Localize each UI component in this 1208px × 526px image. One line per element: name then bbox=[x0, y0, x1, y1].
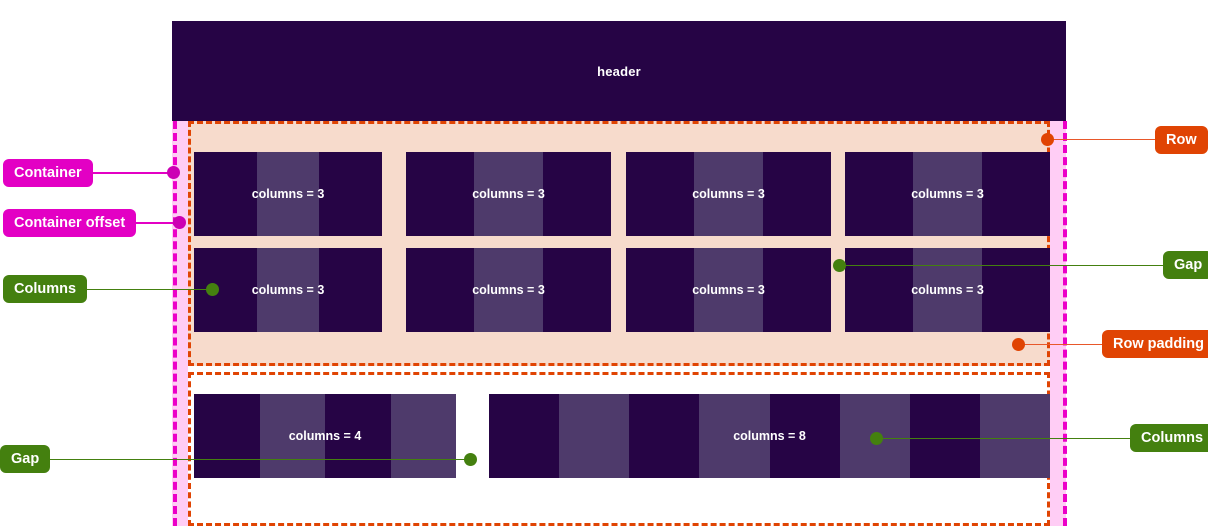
column-segment bbox=[256, 248, 320, 332]
gap-right-leader-dot bbox=[833, 259, 846, 272]
callout-row-padding[interactable]: Row padding bbox=[1102, 330, 1208, 358]
callout-columns-right[interactable]: Columns bbox=[1130, 424, 1208, 452]
column-group: columns = 3 bbox=[626, 152, 831, 236]
column-segment bbox=[406, 248, 475, 332]
column-segment bbox=[406, 152, 475, 236]
container-edge-dash-left bbox=[173, 121, 177, 526]
callout-container-offset-label: Container offset bbox=[14, 215, 126, 231]
gap-left-leader-line bbox=[41, 459, 473, 460]
column-group: columns = 4 bbox=[194, 394, 456, 478]
column-segment bbox=[259, 394, 325, 478]
callout-container[interactable]: Container bbox=[3, 159, 93, 187]
column-segment bbox=[474, 248, 543, 332]
column-segment bbox=[256, 152, 320, 236]
column-segment bbox=[979, 394, 1050, 478]
column-segment bbox=[559, 394, 630, 478]
column-segment bbox=[694, 152, 763, 236]
columns-left-leader-line bbox=[76, 289, 215, 290]
callout-row-label: Row bbox=[1166, 132, 1197, 148]
column-segment bbox=[762, 152, 831, 236]
row-leader-line bbox=[1050, 139, 1155, 140]
callout-row-padding-label: Row padding bbox=[1113, 336, 1205, 352]
column-segment bbox=[194, 152, 257, 236]
column-segment bbox=[194, 248, 257, 332]
column-segment bbox=[194, 394, 260, 478]
column-segment bbox=[694, 248, 763, 332]
callout-container-label: Container bbox=[14, 165, 82, 181]
column-segment bbox=[909, 394, 980, 478]
gap-left-leader-dot bbox=[464, 453, 477, 466]
container-offset-leader-dot bbox=[173, 216, 186, 229]
column-group: columns = 3 bbox=[406, 152, 611, 236]
column-segment bbox=[626, 248, 695, 332]
column-segment bbox=[845, 248, 914, 332]
callout-columns-left-label: Columns bbox=[14, 281, 77, 297]
gap-right-leader-line bbox=[841, 265, 1163, 266]
column-segment bbox=[542, 248, 611, 332]
column-segment bbox=[762, 248, 831, 332]
column-group: columns = 3 bbox=[845, 152, 1050, 236]
callout-gap-right-label: Gap bbox=[1174, 257, 1203, 273]
column-segment bbox=[913, 248, 982, 332]
header-block: header bbox=[172, 21, 1066, 121]
column-segment bbox=[542, 152, 611, 236]
column-segment bbox=[981, 152, 1050, 236]
column-segment bbox=[845, 152, 914, 236]
callout-row[interactable]: Row bbox=[1155, 126, 1208, 154]
column-segment bbox=[489, 394, 560, 478]
callout-container-offset[interactable]: Container offset bbox=[3, 209, 137, 237]
column-segment bbox=[325, 394, 391, 478]
column-segment bbox=[390, 394, 456, 478]
row-padding-leader-dot bbox=[1012, 338, 1025, 351]
column-segment bbox=[629, 394, 700, 478]
header-label: header bbox=[597, 63, 641, 79]
row-leader-dot bbox=[1041, 133, 1054, 146]
callout-gap-left-label: Gap bbox=[11, 451, 40, 467]
container-offset-leader-line bbox=[120, 222, 182, 224]
callout-columns-left[interactable]: Columns bbox=[3, 275, 88, 303]
container-edge-dash-right bbox=[1063, 121, 1067, 526]
columns-right-leader-dot bbox=[870, 432, 883, 445]
column-segment bbox=[699, 394, 770, 478]
column-group: columns = 3 bbox=[194, 248, 382, 332]
column-segment bbox=[913, 152, 982, 236]
column-group: columns = 8 bbox=[489, 394, 1050, 478]
column-segment bbox=[626, 152, 695, 236]
container-leader-line bbox=[80, 172, 175, 174]
columns-left-leader-dot bbox=[206, 283, 219, 296]
column-group: columns = 3 bbox=[406, 248, 611, 332]
column-segment bbox=[474, 152, 543, 236]
column-segment bbox=[769, 394, 840, 478]
callout-columns-right-label: Columns bbox=[1141, 430, 1204, 446]
callout-gap-right[interactable]: Gap bbox=[1163, 251, 1208, 279]
callout-gap-left[interactable]: Gap bbox=[0, 445, 51, 473]
container-band-right bbox=[1050, 121, 1066, 526]
column-segment bbox=[981, 248, 1050, 332]
column-group: columns = 3 bbox=[626, 248, 831, 332]
column-segment bbox=[319, 152, 382, 236]
row-padding-leader-line bbox=[1022, 344, 1103, 345]
columns-right-leader-line bbox=[879, 438, 1132, 439]
column-group: columns = 3 bbox=[845, 248, 1050, 332]
container-leader-dot bbox=[167, 166, 180, 179]
column-segment bbox=[319, 248, 382, 332]
column-group: columns = 3 bbox=[194, 152, 382, 236]
